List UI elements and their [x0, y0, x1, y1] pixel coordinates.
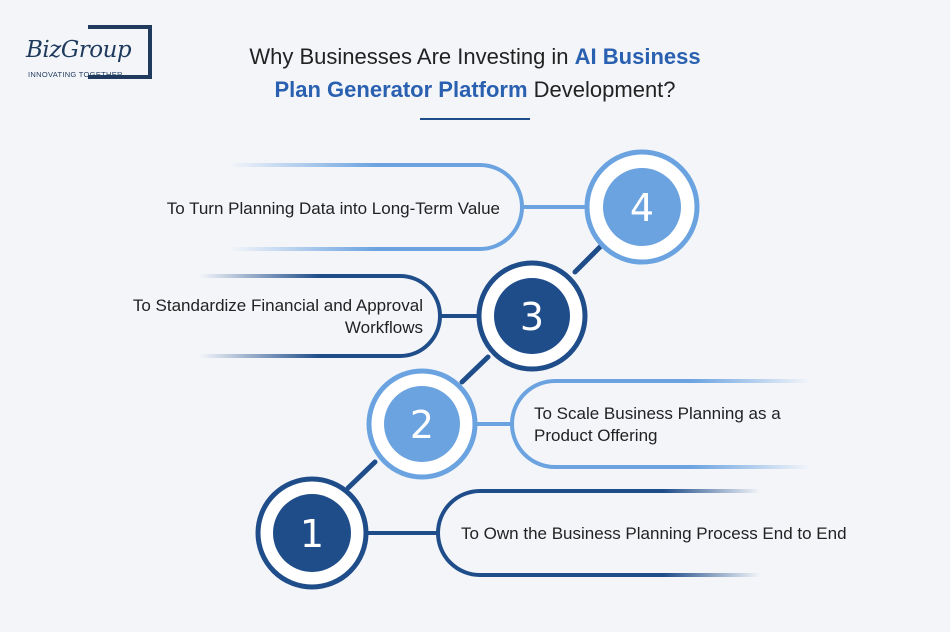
step-2-number: 2 — [410, 403, 434, 447]
logo-frame — [88, 25, 152, 79]
title-part-1: Why Businesses Are Investing in — [249, 44, 575, 69]
step-4-number: 4 — [630, 186, 654, 230]
page-title: Why Businesses Are Investing in AI Busin… — [200, 40, 750, 106]
step-2-label: To Scale Business Planning as a Product … — [534, 404, 781, 445]
step-3-label: To Standardize Financial and Approval Wo… — [132, 296, 423, 337]
connector-3-4 — [572, 241, 606, 275]
step-1-label: To Own the Business Planning Process End… — [461, 524, 847, 543]
connector-1-2 — [345, 459, 378, 491]
title-part-2: Development? — [527, 77, 676, 102]
step-4-label: To Turn Planning Data into Long-Term Val… — [166, 199, 500, 218]
logo-wordmark: BizGroup — [26, 37, 134, 63]
step-3-marker: 3 — [476, 260, 588, 372]
title-highlight-1: AI Business — [574, 44, 701, 69]
logo-tagline: INNOVATING TOGETHER — [28, 70, 123, 79]
step-4-marker: 4 — [584, 149, 700, 265]
step-3-number: 3 — [520, 295, 544, 339]
title-highlight-2: Plan Generator Platform — [274, 77, 528, 102]
bizgroup-logo: BizGroup INNOVATING TOGETHER — [22, 25, 162, 85]
title-underline — [420, 118, 530, 120]
step-1-marker: 1 — [255, 476, 369, 590]
connector-2-3 — [459, 354, 491, 385]
step-2-marker: 2 — [366, 368, 478, 480]
step-1-number: 1 — [300, 512, 324, 556]
